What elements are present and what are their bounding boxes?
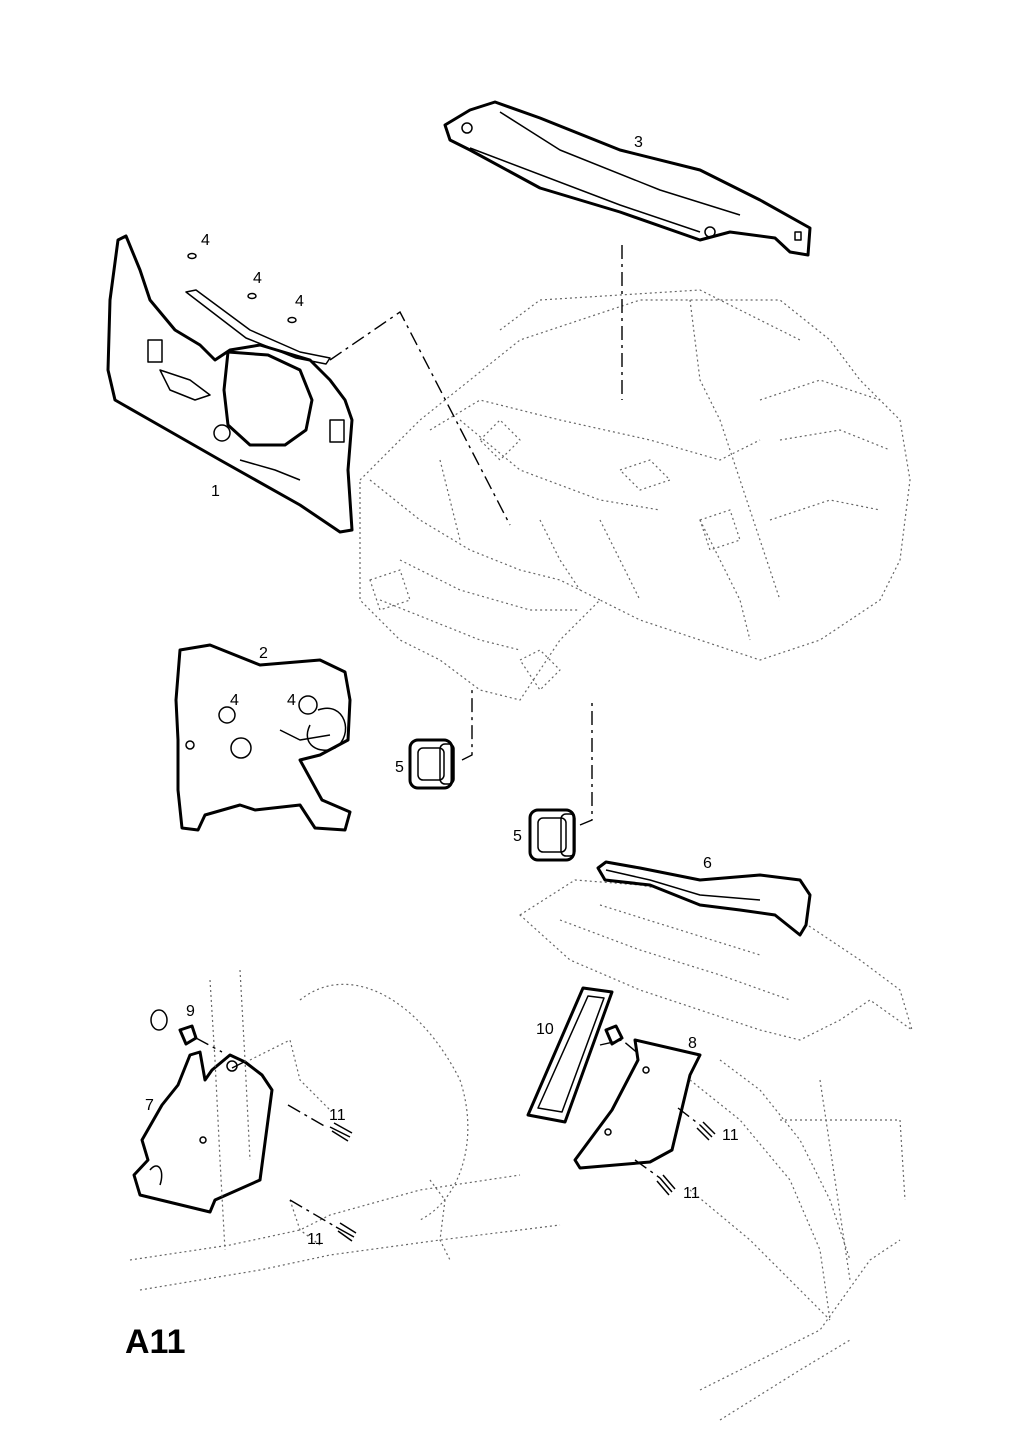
part-8-side-trim-panel: [573, 1038, 702, 1170]
part-11-fastener-b: [335, 1222, 357, 1242]
part-5-grommet-lower: [528, 808, 576, 862]
callout-3: 3: [634, 134, 643, 151]
part-11-fastener-c: [696, 1121, 716, 1141]
callout-11-b: 11: [307, 1231, 324, 1248]
part-11-fastener-a: [329, 1122, 353, 1142]
part-2-dash-insulation: [174, 643, 352, 832]
callout-1: 1: [211, 483, 220, 500]
callout-11-c: 11: [722, 1127, 739, 1144]
leader-lines: [195, 245, 701, 1228]
callout-7: 7: [145, 1097, 154, 1114]
callout-5-a: 5: [395, 759, 404, 776]
callout-4-b: 4: [253, 270, 262, 287]
callout-4-c: 4: [295, 293, 304, 310]
callout-2: 2: [259, 645, 268, 662]
callout-6: 6: [703, 855, 712, 872]
callout-8: 8: [688, 1035, 697, 1052]
callout-4-d: 4: [230, 692, 239, 709]
car-body-shell: [359, 289, 911, 701]
diagram-code: A11: [125, 1323, 186, 1361]
callout-5-b: 5: [513, 828, 522, 845]
part-7-side-trim-panel: [132, 1050, 274, 1214]
callout-labels: 1 2 3 4 4 4 4 4 5 5 6 7 8 9 10 11 11 11 …: [145, 134, 739, 1248]
callout-11-d: 11: [683, 1185, 700, 1202]
callout-4-a: 4: [201, 232, 210, 249]
callout-11-a: 11: [329, 1107, 346, 1124]
lower-body-outline: [129, 969, 906, 1421]
part-1-bulkhead-insulation: [106, 234, 354, 534]
part-11-fastener-d: [656, 1174, 676, 1196]
callout-4-e: 4: [287, 692, 296, 709]
part-10-trim-strip: [526, 986, 624, 1124]
callout-9: 9: [186, 1003, 195, 1020]
part-6-plenum-panel: [519, 860, 913, 1041]
part-5-grommet-upper: [408, 738, 455, 790]
callout-10: 10: [536, 1021, 554, 1038]
part-3-cowl-panel: [443, 100, 812, 257]
